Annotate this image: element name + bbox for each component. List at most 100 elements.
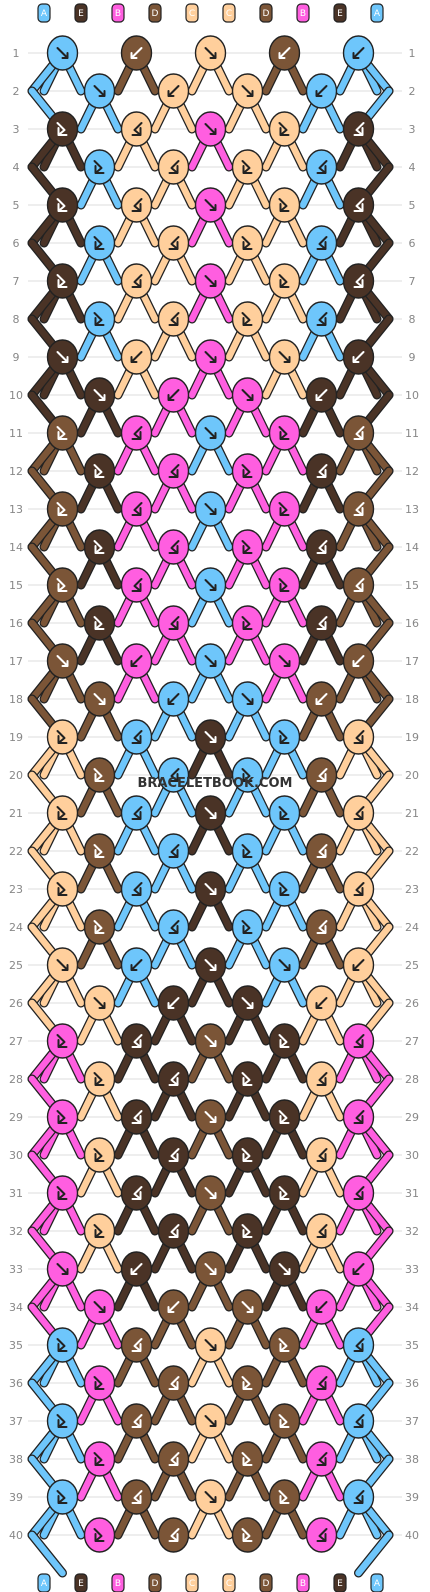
row-number-right: 35 (405, 1339, 419, 1352)
knot-arrow-icon (56, 1490, 68, 1504)
knot-arrow-icon (204, 503, 217, 515)
knot-arrow-icon (316, 1224, 328, 1238)
knot-arrow-icon (353, 122, 365, 136)
knot (194, 187, 227, 223)
knot (342, 567, 375, 603)
knot-arrow-icon (56, 1110, 68, 1124)
row-number-left: 19 (9, 731, 23, 744)
knot (194, 1403, 227, 1439)
knot (120, 35, 153, 71)
knot (305, 1441, 338, 1477)
knot-arrow-icon (93, 1148, 105, 1162)
knot (83, 757, 116, 793)
row-number-right: 14 (405, 541, 419, 554)
knot (194, 947, 227, 983)
knot-arrow-icon (93, 693, 106, 705)
knot-arrow-icon (353, 1490, 365, 1504)
row-number-right: 2 (409, 85, 416, 98)
knot-arrow-icon (353, 882, 365, 896)
knot (46, 567, 79, 603)
knot-arrow-icon (204, 1491, 217, 1503)
row-number-left: 2 (13, 85, 20, 98)
knot-arrow-icon (278, 806, 290, 820)
knot-arrow-icon (353, 426, 365, 440)
row-number-left: 6 (13, 237, 20, 250)
knot-arrow-icon (56, 1414, 68, 1428)
knot (120, 795, 153, 831)
knot (83, 833, 116, 869)
knot-arrow-icon (56, 1263, 69, 1275)
knot (194, 567, 227, 603)
knot (231, 605, 264, 641)
knot (268, 263, 301, 299)
knot-arrow-icon (130, 47, 143, 59)
knot (157, 529, 190, 565)
knot-arrow-icon (93, 616, 105, 630)
thread-segment (355, 1531, 393, 1577)
knot-arrow-icon (56, 730, 68, 744)
knot-arrow-icon (168, 768, 180, 782)
row-number-left: 21 (9, 807, 23, 820)
row-number-left: 39 (9, 1491, 23, 1504)
bottom-string-7: B (296, 1573, 310, 1592)
knot-arrow-icon (56, 1186, 68, 1200)
knot-arrow-icon (241, 1528, 253, 1542)
knot-arrow-icon (93, 1224, 105, 1238)
row-number-left: 10 (9, 389, 23, 402)
knot (157, 1441, 190, 1477)
knot-arrow-icon (56, 655, 69, 667)
knot-arrow-icon (278, 1263, 291, 1275)
knot (46, 1403, 79, 1439)
knot-arrow-icon (56, 959, 69, 971)
string-tab (148, 3, 162, 23)
knot (120, 1251, 153, 1287)
knot-arrow-icon (278, 502, 290, 516)
knot (268, 719, 301, 755)
knot (231, 1061, 264, 1097)
knot (83, 453, 116, 489)
knot (83, 909, 116, 945)
row-number-left: 9 (13, 351, 20, 364)
row-number-left: 13 (9, 503, 23, 516)
knot (157, 1517, 190, 1553)
bottom-string-2: B (111, 1573, 125, 1592)
knot (83, 1517, 116, 1553)
knot-arrow-icon (241, 1301, 254, 1313)
knot-arrow-icon (353, 730, 365, 744)
knot (342, 35, 375, 71)
row-number-left: 34 (9, 1301, 23, 1314)
knot-arrow-icon (204, 275, 217, 287)
knot-arrow-icon (204, 123, 217, 135)
knot (231, 833, 264, 869)
knot (46, 35, 79, 71)
knot-arrow-icon (204, 1339, 217, 1351)
knot (83, 301, 116, 337)
knot-arrow-icon (167, 85, 180, 97)
row-number-left: 36 (9, 1377, 23, 1390)
knot-arrow-icon (168, 312, 180, 326)
knot-arrow-icon (241, 768, 253, 782)
knot (305, 833, 338, 869)
knot-arrow-icon (353, 1414, 365, 1428)
knot (83, 377, 116, 413)
knot (194, 111, 227, 147)
bottom-string-1: E (74, 1573, 88, 1592)
knot (342, 1251, 375, 1287)
knot (157, 225, 190, 261)
knot-arrow-icon (316, 464, 328, 478)
knot-arrow-icon (241, 85, 254, 97)
knot-arrow-icon (131, 1034, 143, 1048)
knot-arrow-icon (131, 274, 143, 288)
knot-arrow-icon (131, 1338, 143, 1352)
knot (120, 1479, 153, 1515)
row-number-right: 31 (405, 1187, 419, 1200)
knot-arrow-icon (168, 920, 180, 934)
knot (305, 1517, 338, 1553)
knot-arrow-icon (56, 578, 68, 592)
knot (305, 73, 338, 109)
knot-arrow-icon (278, 1186, 290, 1200)
knot-arrow-icon (168, 160, 180, 174)
knot-arrow-icon (241, 997, 254, 1009)
knot-arrow-icon (93, 768, 105, 782)
